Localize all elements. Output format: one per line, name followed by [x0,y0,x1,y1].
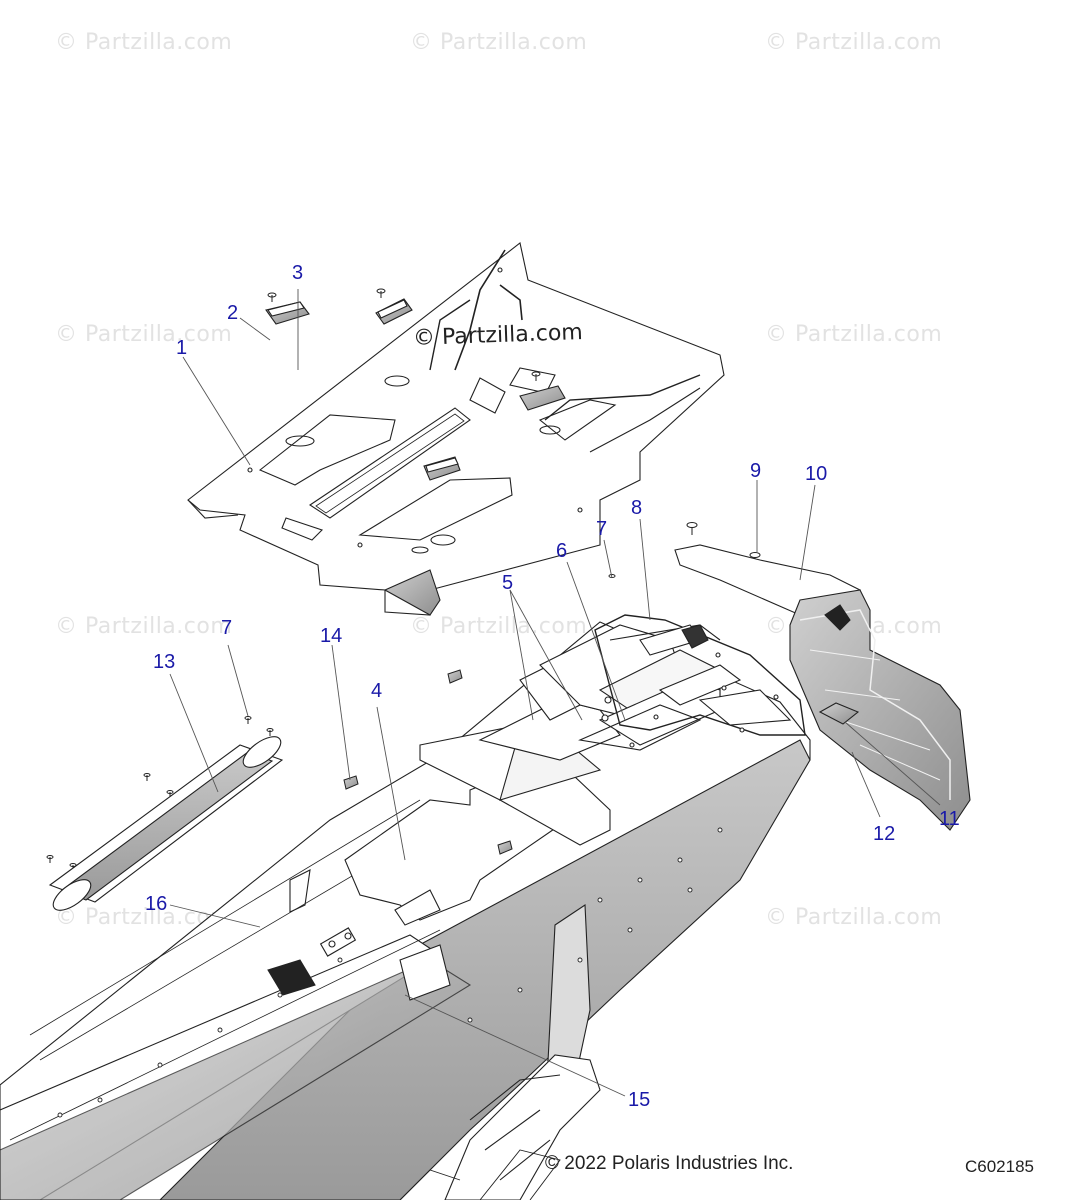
callout-4: 4 [371,680,383,702]
callout-2: 2 [227,302,239,324]
callout-12: 12 [873,823,896,845]
leader-lines [169,289,941,1097]
callout-9: 9 [750,460,762,482]
part-3-clips [265,298,566,481]
part-1-cover-plate [187,242,725,616]
watermark: © Partzilla.com [55,322,233,347]
part-13-rail [48,736,284,911]
part-11-plate [818,702,860,725]
watermark: © Partzilla.com [55,30,233,55]
callout-10: 10 [805,463,828,485]
callout-3: 3 [292,262,304,284]
callout-8: 8 [631,497,643,519]
part-10-flap [674,544,971,831]
watermark: © Partzilla.com [410,614,588,639]
callout-13: 13 [153,651,176,673]
part-8-frame [594,614,806,736]
copyright-text: © 2022 Polaris Industries Inc. [545,1153,794,1174]
callout-6: 6 [556,540,568,562]
callout-5: 5 [502,572,514,594]
watermark: © Partzilla.com [55,614,233,639]
callout-1: 1 [176,337,188,359]
callout-14: 14 [320,625,343,647]
callout-11: 11 [939,808,960,830]
watermark: © Partzilla.com [765,30,943,55]
callout-15: 15 [628,1089,651,1111]
callout-7: 7 [221,617,233,639]
watermark: © Partzilla.com [765,905,943,930]
watermark: © Partzilla.com [410,30,588,55]
callout-16: 16 [145,893,168,915]
watermark: © Partzilla.com [765,322,943,347]
callout-7: 7 [596,518,608,540]
diagram-code: C602185 [965,1157,1035,1176]
part-14-clip [343,669,513,855]
part-5-6-brackets [419,624,721,846]
